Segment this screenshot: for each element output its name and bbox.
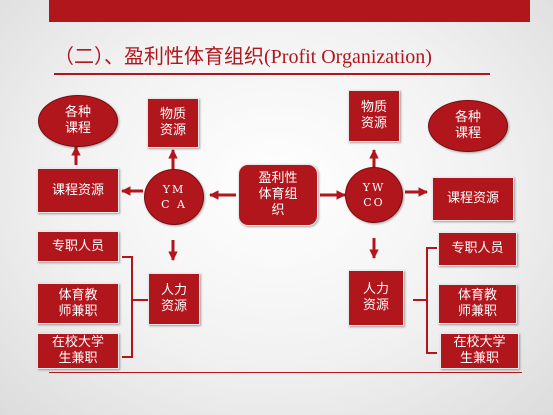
top-banner xyxy=(49,0,530,22)
ymca-node: YM C A xyxy=(144,169,204,225)
ymca-human-resources: 人力 资源 xyxy=(148,273,200,325)
ywco-staff-college-student: 在校大学 生兼职 xyxy=(440,333,519,369)
ywco-node: YW CO xyxy=(345,167,403,223)
bottom-divider xyxy=(49,372,522,373)
ymca-courses-ellipse: 各种 课程 xyxy=(38,95,118,147)
bracket-ywco-staff xyxy=(413,247,437,354)
ymca-course-resources: 课程资源 xyxy=(37,168,119,213)
ymca-staff-college-student: 在校大学 生兼职 xyxy=(37,333,119,369)
ywco-human-resources: 人力 资源 xyxy=(348,270,404,326)
ymca-staff-pe-teacher: 体育教 师兼职 xyxy=(37,283,119,324)
bracket-ymca-staff xyxy=(122,256,148,358)
ywco-course-resources: 课程资源 xyxy=(432,177,514,221)
ywco-staff-fulltime: 专职人员 xyxy=(438,232,517,266)
title-underline xyxy=(54,73,490,75)
slide-title: （二）、盈利性体育组织(Profit Organization) xyxy=(54,46,432,68)
ywco-materials: 物质 资源 xyxy=(348,90,400,142)
ywco-courses-ellipse: 各种 课程 xyxy=(428,100,508,152)
ymca-materials: 物质 资源 xyxy=(147,98,199,148)
ymca-staff-fulltime: 专职人员 xyxy=(37,231,119,262)
ywco-staff-pe-teacher: 体育教 师兼职 xyxy=(438,284,517,324)
center-profit-org: 盈利性 体育组 织 xyxy=(238,164,318,226)
